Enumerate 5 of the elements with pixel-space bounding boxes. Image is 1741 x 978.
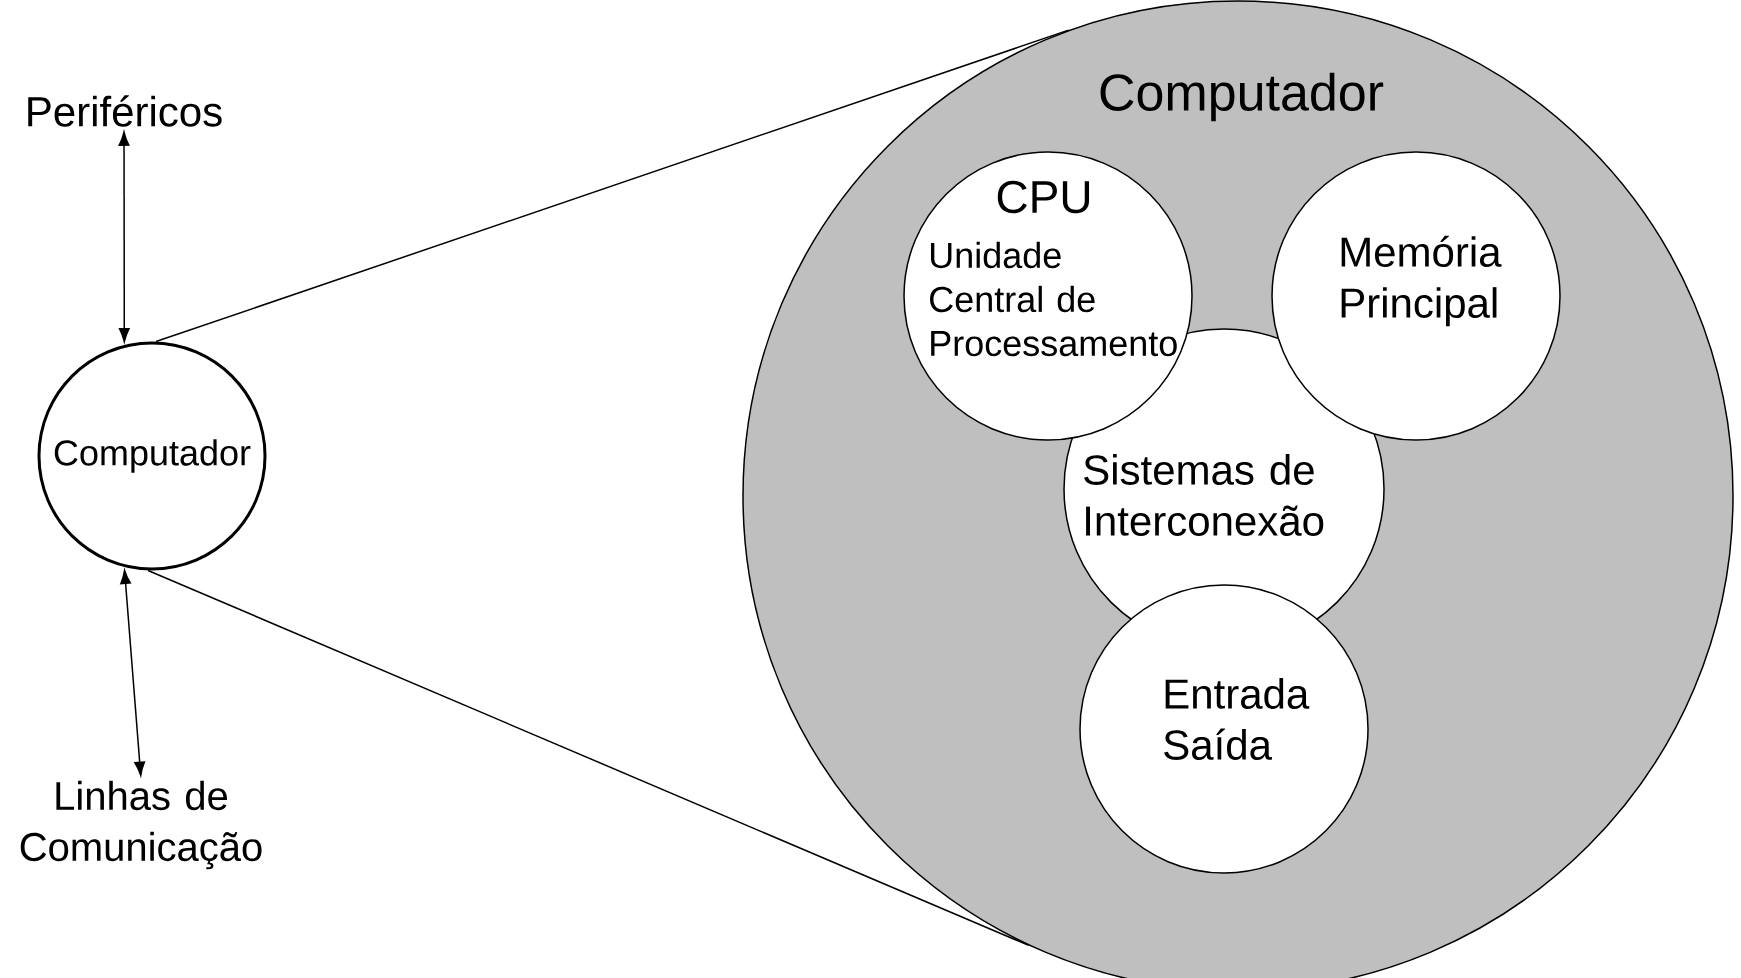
label-text: Linhas de Comunicação — [20, 780, 262, 870]
label-text: Periféricos — [28, 95, 222, 127]
zoom-line — [155, 29, 1070, 343]
arrow — [120, 569, 146, 777]
arrow — [118, 131, 130, 343]
